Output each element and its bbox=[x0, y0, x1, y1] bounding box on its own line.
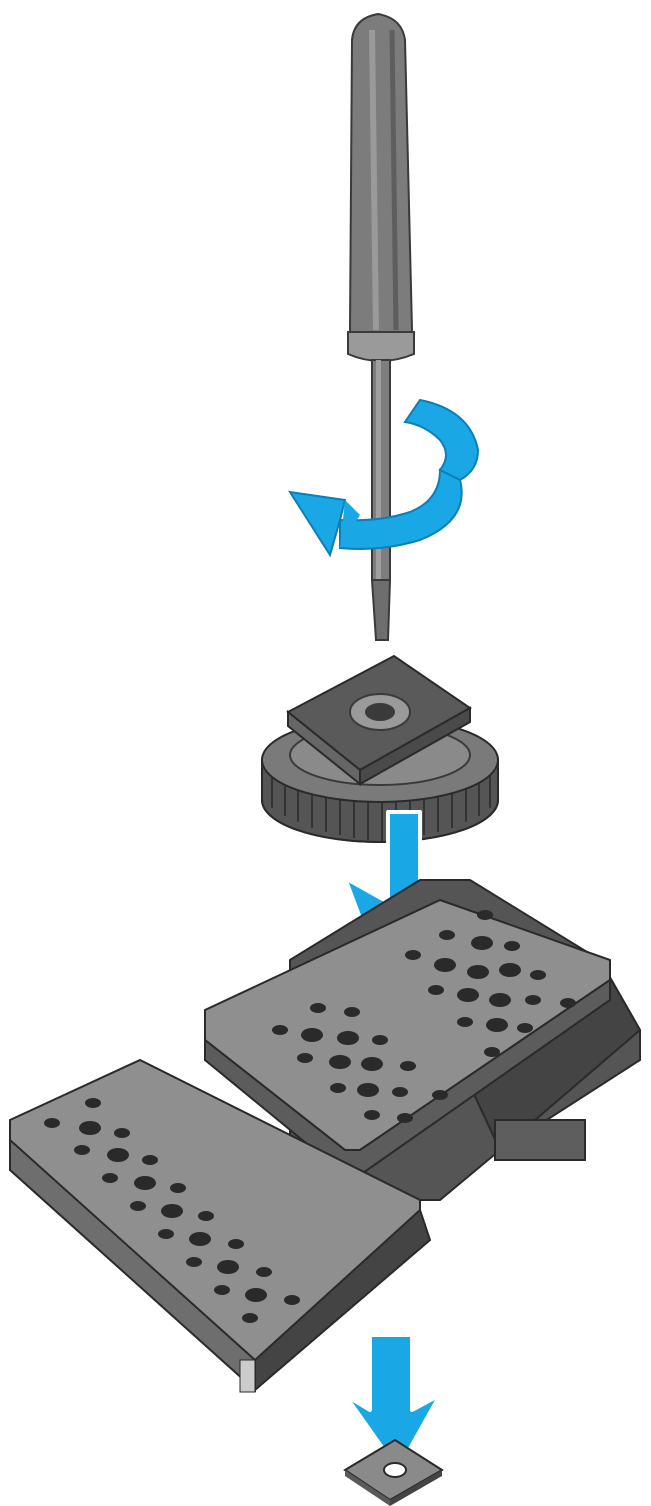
mount-plate-icon bbox=[10, 880, 640, 1392]
square-nut-icon bbox=[345, 1440, 442, 1506]
knob-icon bbox=[262, 656, 498, 842]
